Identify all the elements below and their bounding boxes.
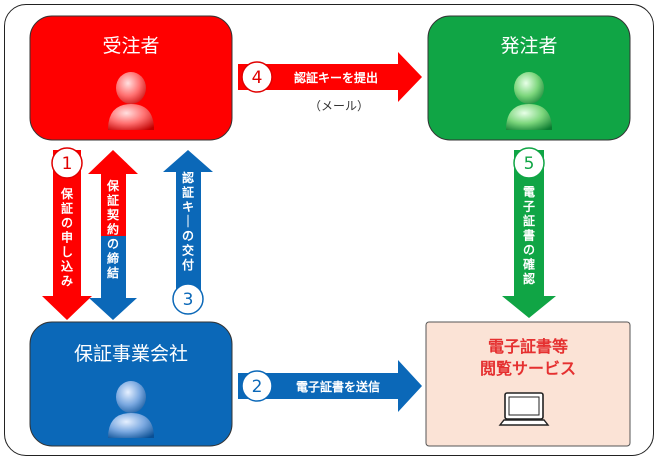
step1-text: 保証の申し込み [60,186,74,288]
step3-text: 認証キ｜の交付 [182,170,194,272]
diagram-frame [4,4,654,456]
step3-number: 3 [183,290,194,310]
step1-circle: 1 [51,147,83,179]
step2-circle: 2 [241,370,273,402]
service-title-line2: 閲覧サービス [480,359,576,378]
service-node: 電子証書等 閲覧サービス [425,321,631,447]
orderer-node: 発注者 [427,15,631,141]
step2-number: 2 [252,377,263,397]
step1b-label: 保証契約の締結 [106,178,120,280]
arrow-issue-key: 認証キ｜の交付 [163,150,213,295]
step2-label: 電子証書を送信 [296,379,380,394]
step4-number: 4 [252,68,263,88]
arrow-submit-key: 認証キーを提出 [238,52,422,102]
step4-label: 認証キーを提出 [294,70,378,85]
computer-icon [498,392,550,426]
orderer-title: 発注者 [500,35,557,57]
arrow-contract-conclusion: 保証契約の締結 [88,150,138,320]
step5-circle: 5 [513,147,545,179]
step1-label: 保証の申し込み [60,186,74,288]
arrow-confirm-certificate: 電子証書の確認 [502,150,556,318]
step3-circle: 3 [172,283,204,315]
contractor-node: 受注者 [29,15,233,141]
contractor-title: 受注者 [102,35,159,57]
step4-circle: 4 [241,61,273,93]
step1-number: 1 [62,154,73,174]
step5-number: 5 [524,154,535,174]
step5-label: 電子証書の確認 [523,185,535,286]
guarantor-node: 保証事業会社 [29,321,233,447]
person-icon [506,72,552,130]
arrow-apply-guarantee: 保証の申し込み [42,150,92,320]
person-icon [108,381,154,438]
service-title-line1: 電子証書等 [488,337,568,356]
step4-note: （メール） [309,99,369,113]
guarantor-title: 保証事業会社 [74,343,188,365]
person-icon [108,72,154,130]
step5-text: 電子証書の確認 [523,185,535,286]
step1b-text: 保証契約の締結 [106,178,120,280]
arrow-send-certificate: 電子証書を送信 [238,360,422,412]
step3-label: 認証キ｜の交付 [182,170,194,272]
